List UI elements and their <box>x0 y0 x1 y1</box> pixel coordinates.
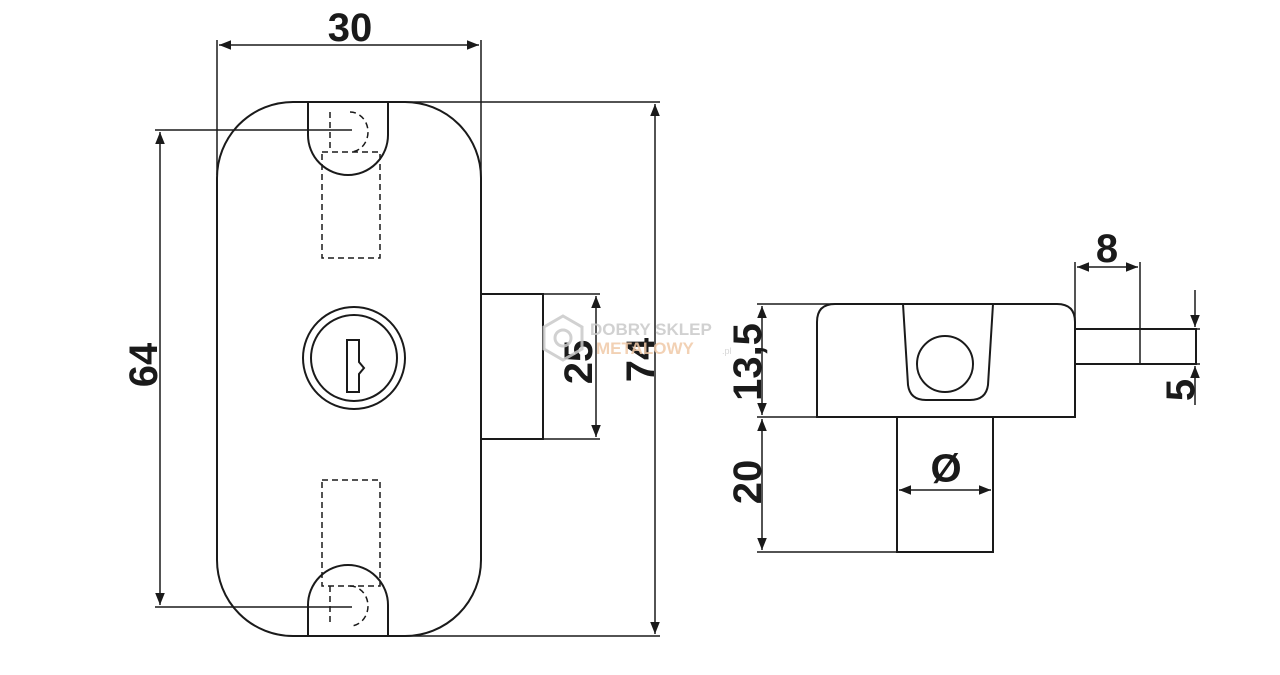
top-mounting-slot <box>307 102 389 176</box>
front-dimensions: 30 74 64 25 <box>122 6 663 637</box>
top-slot-hidden <box>321 151 381 259</box>
watermark-line1: DOBRY SKLEP <box>590 320 712 339</box>
bottom-slot-hidden <box>321 479 381 587</box>
dim-hole-spacing: 64 <box>122 342 166 387</box>
lock-bolt <box>480 293 544 440</box>
lock-plate <box>216 101 482 637</box>
watermark: DOBRY SKLEP METALOWY .pl <box>542 314 732 362</box>
dim-height-total: 74 <box>619 337 663 382</box>
watermark-line2: METALOWY <box>596 339 695 358</box>
dim-bolt-thickness: 5 <box>1159 379 1203 401</box>
side-dimensions: 13,5 20 Ø 8 5 <box>726 227 1203 553</box>
watermark-suffix: .pl <box>722 346 732 356</box>
dim-bolt-projection: 8 <box>1096 227 1118 271</box>
top-hole-hidden <box>349 111 369 153</box>
keyhole-icon <box>346 339 366 393</box>
side-slot <box>902 303 994 401</box>
side-cylinder <box>896 416 994 553</box>
dim-body-height: 13,5 <box>726 323 770 401</box>
bottom-mounting-slot <box>307 564 389 636</box>
dim-cylinder-length: 20 <box>726 460 770 505</box>
key-cylinder <box>302 306 406 410</box>
side-bolt <box>1074 328 1197 365</box>
front-view <box>216 101 544 637</box>
bottom-hole-hidden <box>349 585 369 627</box>
side-hole <box>916 335 974 393</box>
watermark-logo-icon <box>542 314 584 362</box>
dim-diameter: Ø <box>930 447 961 491</box>
side-view <box>816 303 1197 553</box>
dim-width: 30 <box>328 6 373 50</box>
